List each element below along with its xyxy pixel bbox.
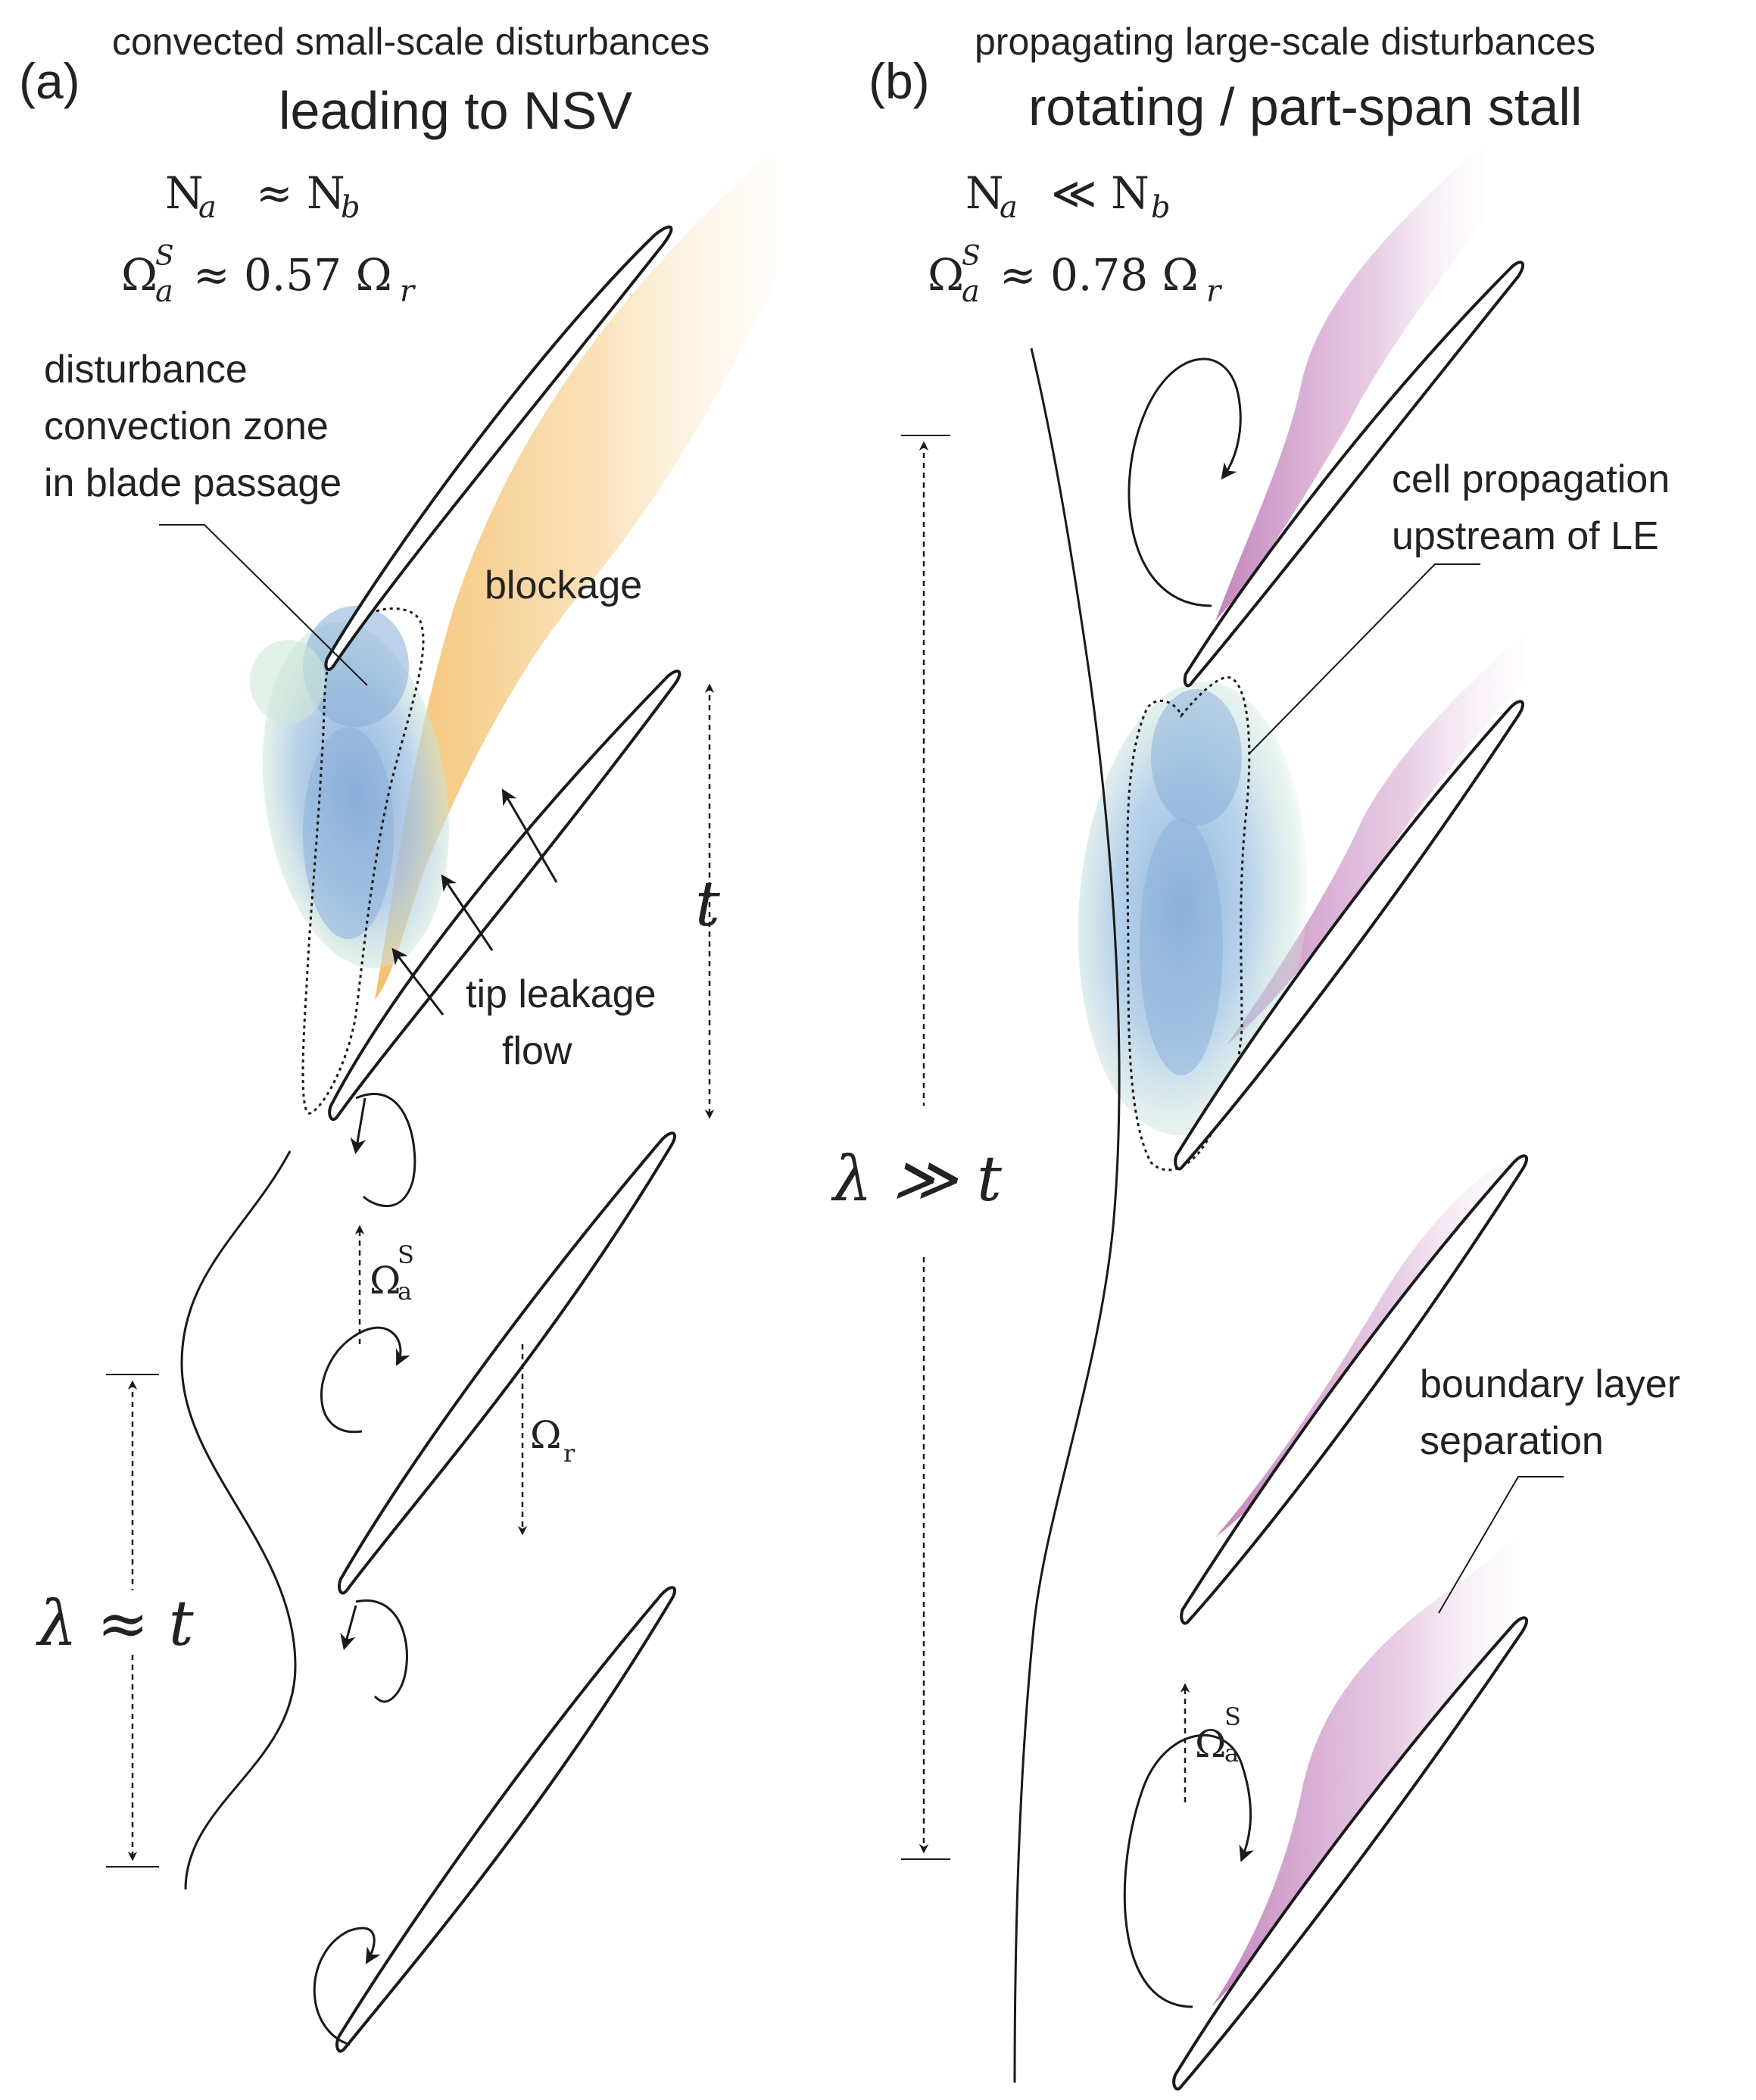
pitch-dimension: t [695, 683, 721, 1119]
loop-a1 [355, 1092, 416, 1207]
panel-a-n-relation: N a ≈ N b [165, 167, 360, 225]
svg-text:disturbance: disturbance [44, 348, 248, 392]
omega-s-indicator-a: Ω S a [354, 1225, 414, 1344]
panel-b-title: rotating / part-span stall [1028, 77, 1582, 136]
label-disturbance-zone: disturbance convection zone in blade pas… [44, 348, 368, 686]
blade-a4 [335, 1586, 676, 2053]
panel-a-tag: (a) [19, 53, 80, 109]
panel-b-omega-relation: Ω S a ≈ 0.78 Ω r [928, 241, 1223, 309]
omega-relation: ≈ 0.57 Ω [193, 249, 392, 301]
svg-text:Ω: Ω [530, 1413, 561, 1457]
omega-a-symbol: Ω [121, 249, 158, 301]
tip-leakage-arrows [391, 788, 558, 1016]
loop-a4 [313, 1927, 381, 2046]
blade-b2 [1174, 700, 1524, 1171]
svg-text:tip leakage: tip leakage [466, 972, 657, 1016]
svg-text:a: a [1224, 1739, 1239, 1768]
blade-a2 [328, 669, 682, 1122]
blade-a3 [338, 1131, 676, 1595]
wavelength-eq-a: λ ≈ t [36, 1588, 195, 1660]
pitch-symbol: t [695, 869, 721, 941]
omega-s-indicator-b: Ω S a [1180, 1683, 1241, 1802]
loop-b1 [1128, 357, 1242, 607]
label-boundary-layer: boundary layer separation [1420, 1362, 1680, 1614]
svg-text:cell propagation: cell propagation [1392, 457, 1670, 501]
svg-text:convection zone: convection zone [44, 404, 329, 448]
rotation-loops-b [1123, 357, 1254, 2008]
label-tip-leakage: tip leakage flow [466, 972, 657, 1073]
blade-b4 [1172, 1616, 1528, 2091]
panel-a-omega-relation: Ω S a ≈ 0.57 Ω r [121, 241, 416, 309]
n-a-sub: a [198, 190, 217, 225]
svg-text:Ω: Ω [1195, 1722, 1226, 1766]
rotation-loops-a [313, 1092, 416, 2046]
blade-a1 [324, 225, 673, 672]
svg-text:Ω: Ω [928, 249, 964, 301]
wavelength-eq-b: λ ≫ t [831, 1144, 1003, 1215]
svg-text:separation: separation [1420, 1419, 1604, 1463]
svg-text:S: S [1224, 1702, 1241, 1731]
blade-row-b [1172, 261, 1528, 2091]
label-cell-propagation: cell propagation upstream of LE [1249, 457, 1670, 754]
svg-text:≈ 0.78 Ω: ≈ 0.78 Ω [1000, 249, 1199, 301]
stall-cell [1078, 676, 1308, 1172]
loop-a2 [320, 1326, 410, 1434]
blade-b1 [1183, 261, 1524, 688]
stall-cell-outline [1126, 676, 1251, 1172]
omega-a-sub: a [155, 274, 173, 309]
svg-text:upstream of LE: upstream of LE [1392, 514, 1659, 558]
panel-b-tag: (b) [869, 53, 930, 109]
loop-a3 [355, 1599, 408, 1703]
svg-text:S: S [962, 241, 981, 272]
omega-r-sub: r [400, 274, 416, 309]
wavelength-dimension-b: λ ≫ t [831, 435, 1003, 1860]
svg-text:r: r [1206, 274, 1223, 309]
loop-b2 [1123, 1733, 1254, 2008]
n-a-symbol: N [165, 167, 204, 219]
panel-b-n-relation: N a ≪ N b [965, 167, 1171, 225]
svg-text:a: a [962, 274, 980, 309]
panel-a-title: leading to NSV [279, 81, 632, 140]
panel-a: (a) convected small-scale disturbances l… [19, 20, 776, 2053]
disturbance-wave-a [180, 1150, 297, 1890]
wavelength-dimension-a: λ ≈ t [36, 1374, 195, 1868]
n-b-sub: b [341, 190, 360, 225]
svg-text:r: r [563, 1439, 575, 1468]
svg-text:S: S [398, 1240, 414, 1269]
svg-text:a: a [1000, 190, 1018, 225]
blade-row-a [324, 225, 682, 2053]
n-relation: ≈ N [256, 167, 345, 219]
svg-text:≪ N: ≪ N [1051, 167, 1149, 219]
omega-r-indicator: Ω r [517, 1344, 575, 1536]
svg-text:flow: flow [502, 1029, 572, 1073]
svg-text:N: N [965, 167, 1004, 219]
panel-a-subtitle: convected small-scale disturbances [112, 20, 710, 63]
svg-text:b: b [1151, 190, 1171, 225]
disturbance-zone-a [250, 606, 450, 1115]
svg-text:Ω: Ω [370, 1259, 401, 1303]
blade-b3 [1180, 1154, 1528, 1625]
svg-text:in blade passage: in blade passage [44, 461, 342, 505]
panel-b-subtitle: propagating large-scale disturbances [975, 20, 1595, 63]
panel-b: (b) propagating large-scale disturbances… [831, 20, 1680, 2091]
svg-text:a: a [398, 1277, 412, 1306]
omega-a-sup: S [155, 241, 174, 272]
svg-text:boundary layer: boundary layer [1420, 1362, 1680, 1406]
disturbance-wave-b [1013, 348, 1121, 2083]
blockage-region [375, 148, 776, 1000]
label-blockage: blockage [485, 563, 642, 607]
